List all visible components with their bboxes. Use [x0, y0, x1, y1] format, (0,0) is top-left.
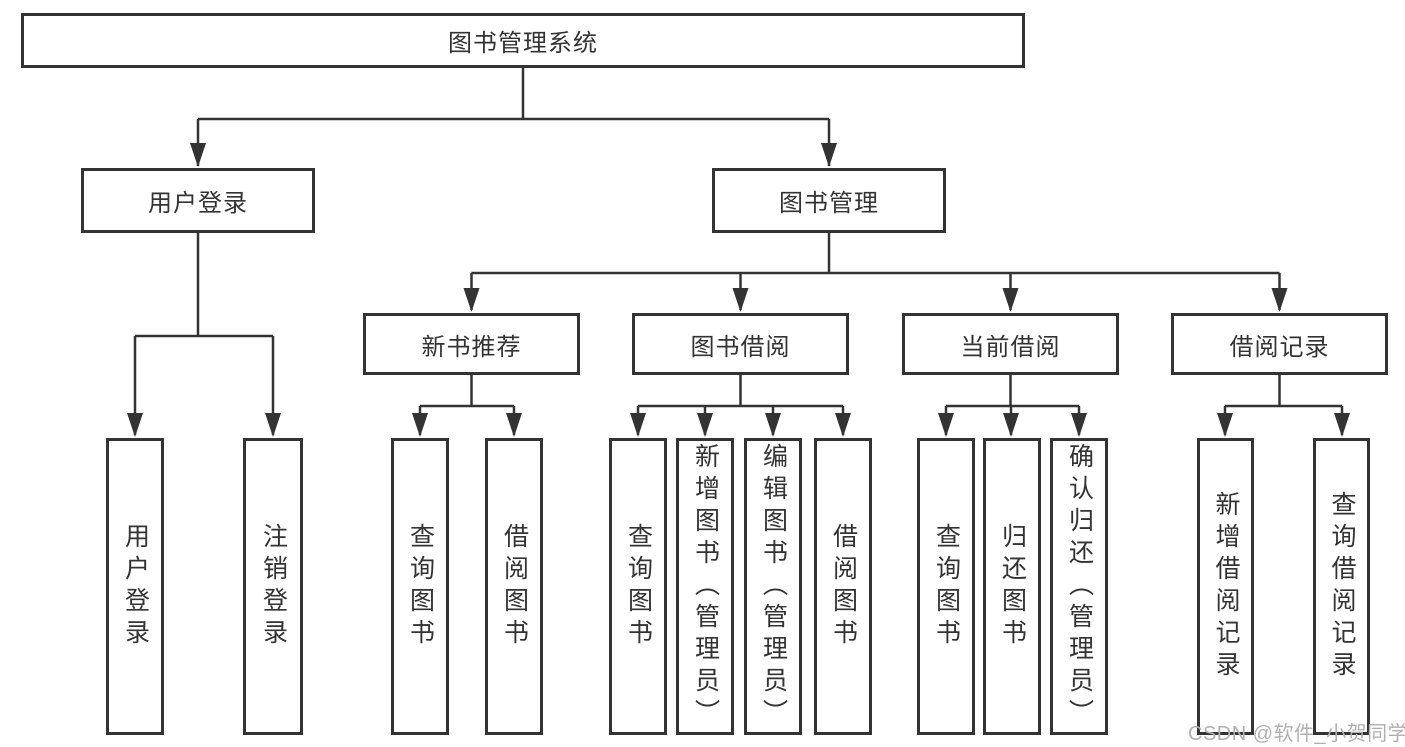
leaf-cb-query-book: 查询图书: [917, 438, 975, 735]
leaf-bb-add-book-admin-label: 新增图书（管理员）: [691, 442, 720, 731]
leaf-bb-query-book: 查询图书: [609, 438, 667, 735]
node-book-management-label: 图书管理: [779, 190, 879, 217]
leaf-bb-borrow-book-label: 借阅图书: [829, 522, 858, 651]
node-new-book-recommend-label: 新书推荐: [421, 333, 522, 361]
node-root: 图书管理系统: [21, 13, 1025, 68]
node-book-management: 图书管理: [712, 168, 946, 233]
leaf-br-query-borrow-record: 查询借阅记录: [1313, 438, 1370, 735]
arrowheads: [127, 143, 1350, 437]
node-root-label: 图书管理系统: [448, 30, 598, 57]
node-current-borrow-label: 当前借阅: [960, 333, 1061, 361]
leaf-cb-return-book-label: 归还图书: [998, 522, 1027, 651]
leaf-bb-add-book-admin: 新增图书（管理员）: [676, 438, 734, 735]
leaf-bb-borrow-book: 借阅图书: [814, 438, 872, 735]
leaf-nb-borrow-book: 借阅图书: [485, 438, 543, 735]
leaf-cb-confirm-return-admin-label: 确认归还（管理员）: [1065, 442, 1094, 731]
leaf-br-add-borrow-record-label: 新增借阅记录: [1212, 490, 1240, 683]
node-current-borrow: 当前借阅: [902, 313, 1119, 375]
node-book-borrow: 图书借阅: [632, 313, 849, 375]
leaf-logout: 注销登录: [243, 438, 303, 735]
leaf-bb-query-book-label: 查询图书: [624, 522, 653, 651]
watermark: CSDN @软件_小贺同学: [1188, 723, 1405, 745]
leaf-cb-return-book: 归还图书: [983, 438, 1041, 735]
leaf-logout-label: 注销登录: [259, 522, 288, 651]
node-new-book-recommend: 新书推荐: [363, 313, 580, 375]
leaf-nb-query-book: 查询图书: [391, 438, 449, 735]
leaf-nb-query-book-label: 查询图书: [406, 522, 435, 651]
leaf-user-login-label: 用户登录: [121, 522, 150, 651]
leaf-bb-edit-book-admin: 编辑图书（管理员）: [744, 438, 802, 735]
node-user-login: 用户登录: [81, 168, 315, 233]
leaf-br-query-borrow-record-label: 查询借阅记录: [1328, 490, 1356, 683]
leaf-cb-confirm-return-admin: 确认归还（管理员）: [1050, 438, 1108, 735]
leaf-bb-edit-book-admin-label: 编辑图书（管理员）: [759, 442, 788, 731]
leaf-cb-query-book-label: 查询图书: [932, 522, 961, 651]
leaf-br-add-borrow-record: 新增借阅记录: [1197, 438, 1254, 735]
node-borrow-records: 借阅记录: [1171, 313, 1388, 375]
node-book-borrow-label: 图书借阅: [690, 333, 791, 361]
leaf-user-login: 用户登录: [106, 438, 164, 735]
leaf-nb-borrow-book-label: 借阅图书: [500, 522, 529, 651]
node-borrow-records-label: 借阅记录: [1229, 333, 1330, 361]
node-user-login-label: 用户登录: [148, 190, 248, 217]
